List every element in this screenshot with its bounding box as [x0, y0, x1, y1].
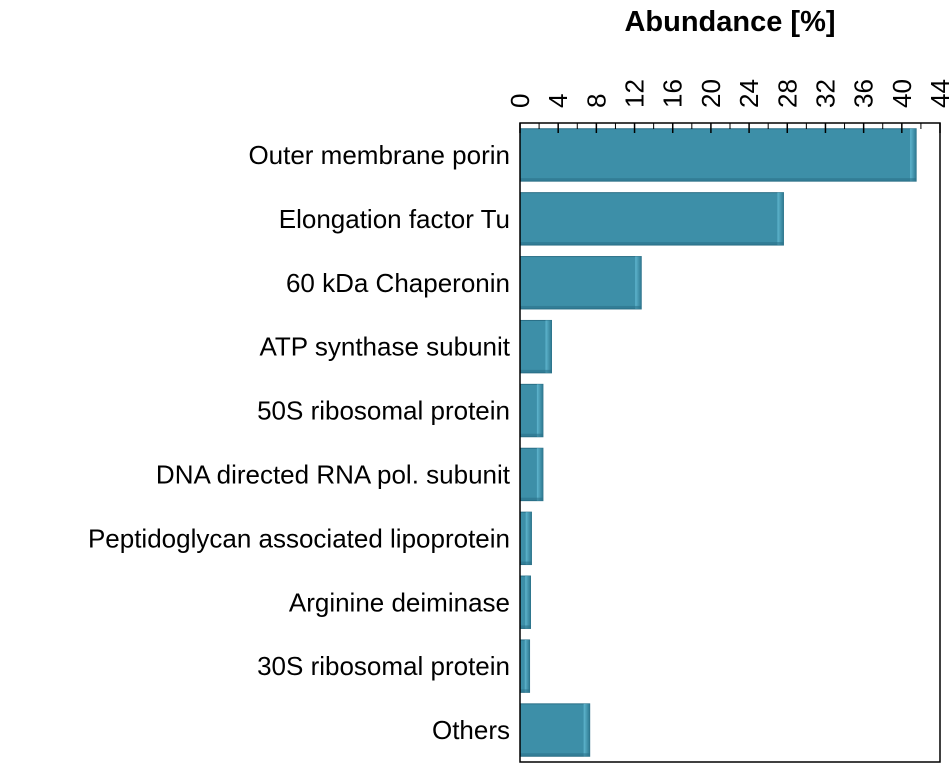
x-tick-label-28: 28 [772, 79, 802, 108]
x-tick-label-32: 32 [810, 79, 840, 108]
x-tick-label-8: 8 [581, 94, 611, 108]
category-label-10: Others [432, 715, 510, 745]
bar-6 [519, 447, 544, 502]
category-label-9: 30S ribosomal protein [257, 651, 510, 681]
category-label-2: Elongation factor Tu [279, 204, 510, 234]
x-tick-label-20: 20 [696, 79, 726, 108]
category-label-5: 50S ribosomal protein [257, 396, 510, 426]
bar-8 [519, 575, 531, 629]
bar-2 [519, 192, 784, 246]
x-tick-label-40: 40 [887, 79, 917, 108]
x-tick-label-12: 12 [620, 79, 650, 108]
bar-3 [519, 256, 642, 310]
chart-title: Abundance [%] [624, 6, 836, 38]
category-label-7: Peptidoglycan associated lipoprotein [88, 523, 510, 553]
bar-7 [519, 511, 532, 566]
bar-5 [519, 383, 544, 438]
bar-1 [519, 128, 917, 182]
category-label-4: ATP synthase subunit [259, 332, 510, 362]
category-label-8: Arginine deiminase [289, 587, 510, 617]
bar-9 [519, 639, 531, 693]
x-tick-label-36: 36 [849, 79, 879, 108]
x-tick-label-24: 24 [734, 79, 764, 108]
x-tick-label-4: 4 [543, 94, 573, 108]
category-label-1: Outer membrane porin [248, 140, 510, 170]
bar-4 [519, 319, 552, 374]
x-tick-label-0: 0 [505, 94, 535, 108]
x-tick-label-44: 44 [925, 79, 950, 108]
category-label-3: 60 kDa Chaperonin [286, 268, 510, 298]
bar-10 [519, 703, 591, 757]
category-label-6: DNA directed RNA pol. subunit [156, 459, 511, 489]
x-tick-label-16: 16 [658, 79, 688, 108]
